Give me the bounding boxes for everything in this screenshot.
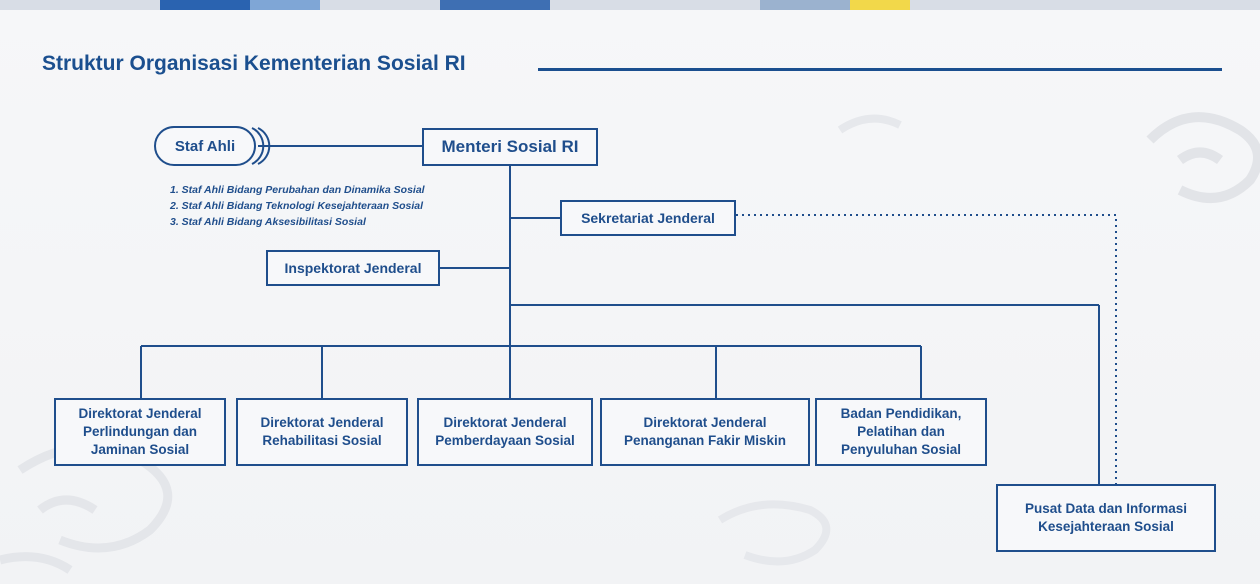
line-sekjen-pusdatin-dotted [736,214,1117,484]
pill-echo-1 [251,127,265,165]
pusdatin-node: Pusat Data dan Informasi Kesejahteraan S… [996,484,1216,552]
pill-echo-2 [257,127,271,165]
dirjen-perlindungan-node: Direktorat Jenderal Perlindungan dan Jam… [54,398,226,466]
page-title: Struktur Organisasi Kementerian Sosial R… [42,52,466,75]
title-rule [538,68,1222,71]
top-band [0,0,1260,10]
menteri-node: Menteri Sosial RI [422,128,598,166]
staf-ahli-item: 2. Staf Ahli Bidang Teknologi Kesejahter… [170,200,424,212]
badan-pendidikan-node: Badan Pendidikan, Pelatihan dan Penyuluh… [815,398,987,466]
irjen-node: Inspektorat Jenderal [266,250,440,286]
band-segment [850,0,910,10]
band-segment [160,0,250,10]
dirjen-rehabilitasi-node: Direktorat Jenderal Rehabilitasi Sosial [236,398,408,466]
staf-ahli-list: 1. Staf Ahli Bidang Perubahan dan Dinami… [170,182,425,230]
staf-ahli-node: Staf Ahli [154,126,256,166]
staf-ahli-item: 3. Staf Ahli Bidang Aksesibilitasi Sosia… [170,216,366,228]
sekjen-node: Sekretariat Jenderal [560,200,736,236]
dirjen-fakir-miskin-node: Direktorat Jenderal Penanganan Fakir Mis… [600,398,810,466]
band-segment [250,0,320,10]
dirjen-pemberdayaan-node: Direktorat Jenderal Pemberdayaan Sosial [417,398,593,466]
band-segment [440,0,550,10]
staf-ahli-item: 1. Staf Ahli Bidang Perubahan dan Dinami… [170,184,425,196]
band-segment [760,0,850,10]
